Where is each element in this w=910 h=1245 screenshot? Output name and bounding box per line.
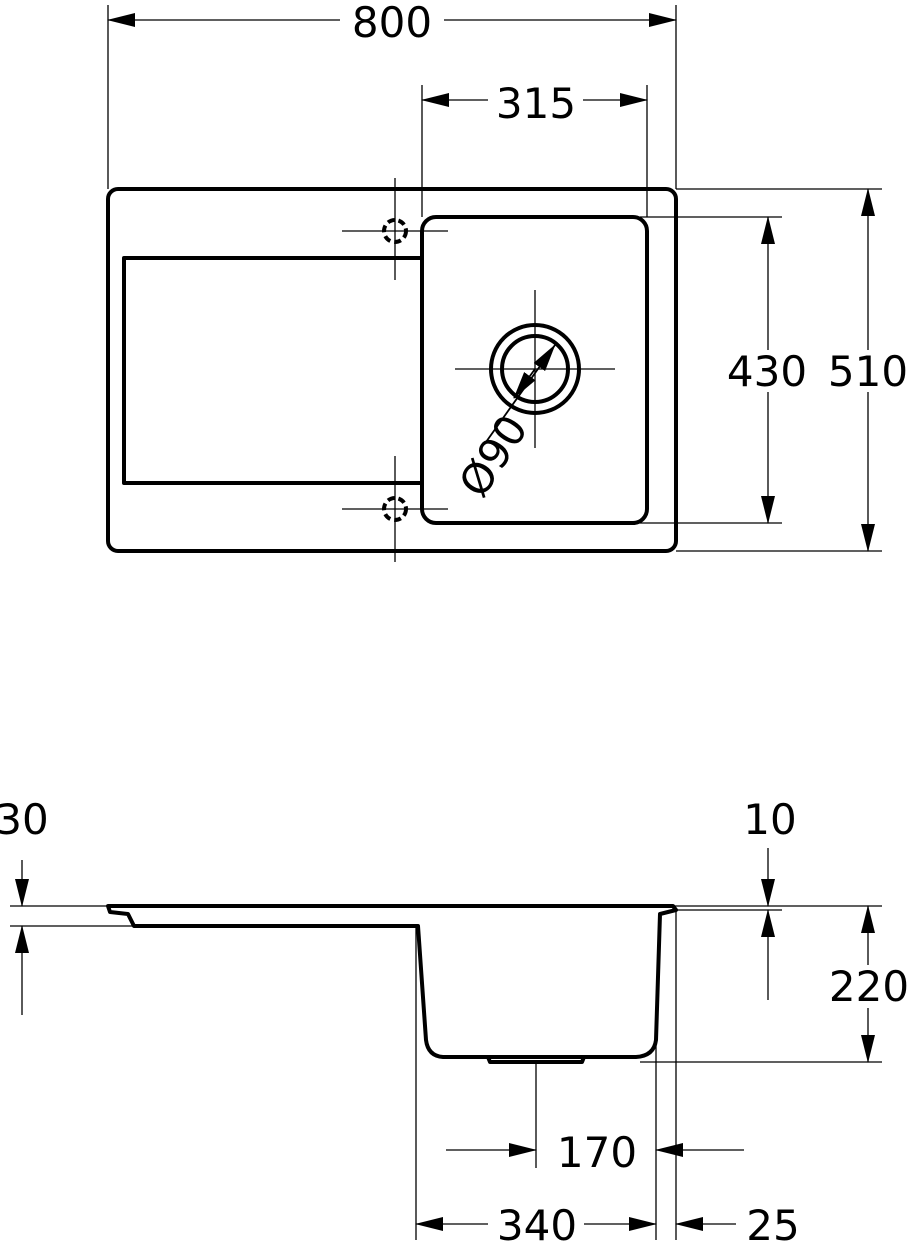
drain-offset-label: 170 — [557, 1128, 637, 1177]
edge-margin-label: 25 — [746, 1201, 799, 1245]
sink-outline — [106, 187, 678, 553]
top-view: Ø90 800 315 430 510 — [106, 0, 908, 562]
sink-profile — [106, 904, 678, 1059]
bowl-depth-label: 430 — [727, 347, 807, 396]
drainer-area — [122, 256, 422, 485]
side-view: 30 10 220 170 340 25 — [0, 795, 909, 1245]
overall-width-label: 800 — [352, 0, 432, 47]
bowl-outline — [420, 215, 649, 525]
drain-diameter-label: Ø90 — [449, 406, 537, 505]
rim-thickness-label: 10 — [743, 795, 796, 844]
rim-offset-label: 30 — [0, 795, 49, 844]
overall-depth-label: 510 — [828, 347, 908, 396]
bowl-width-label: 315 — [496, 79, 576, 128]
bowl-height-label: 220 — [829, 962, 909, 1011]
bowl-outer-width-label: 340 — [497, 1201, 577, 1245]
